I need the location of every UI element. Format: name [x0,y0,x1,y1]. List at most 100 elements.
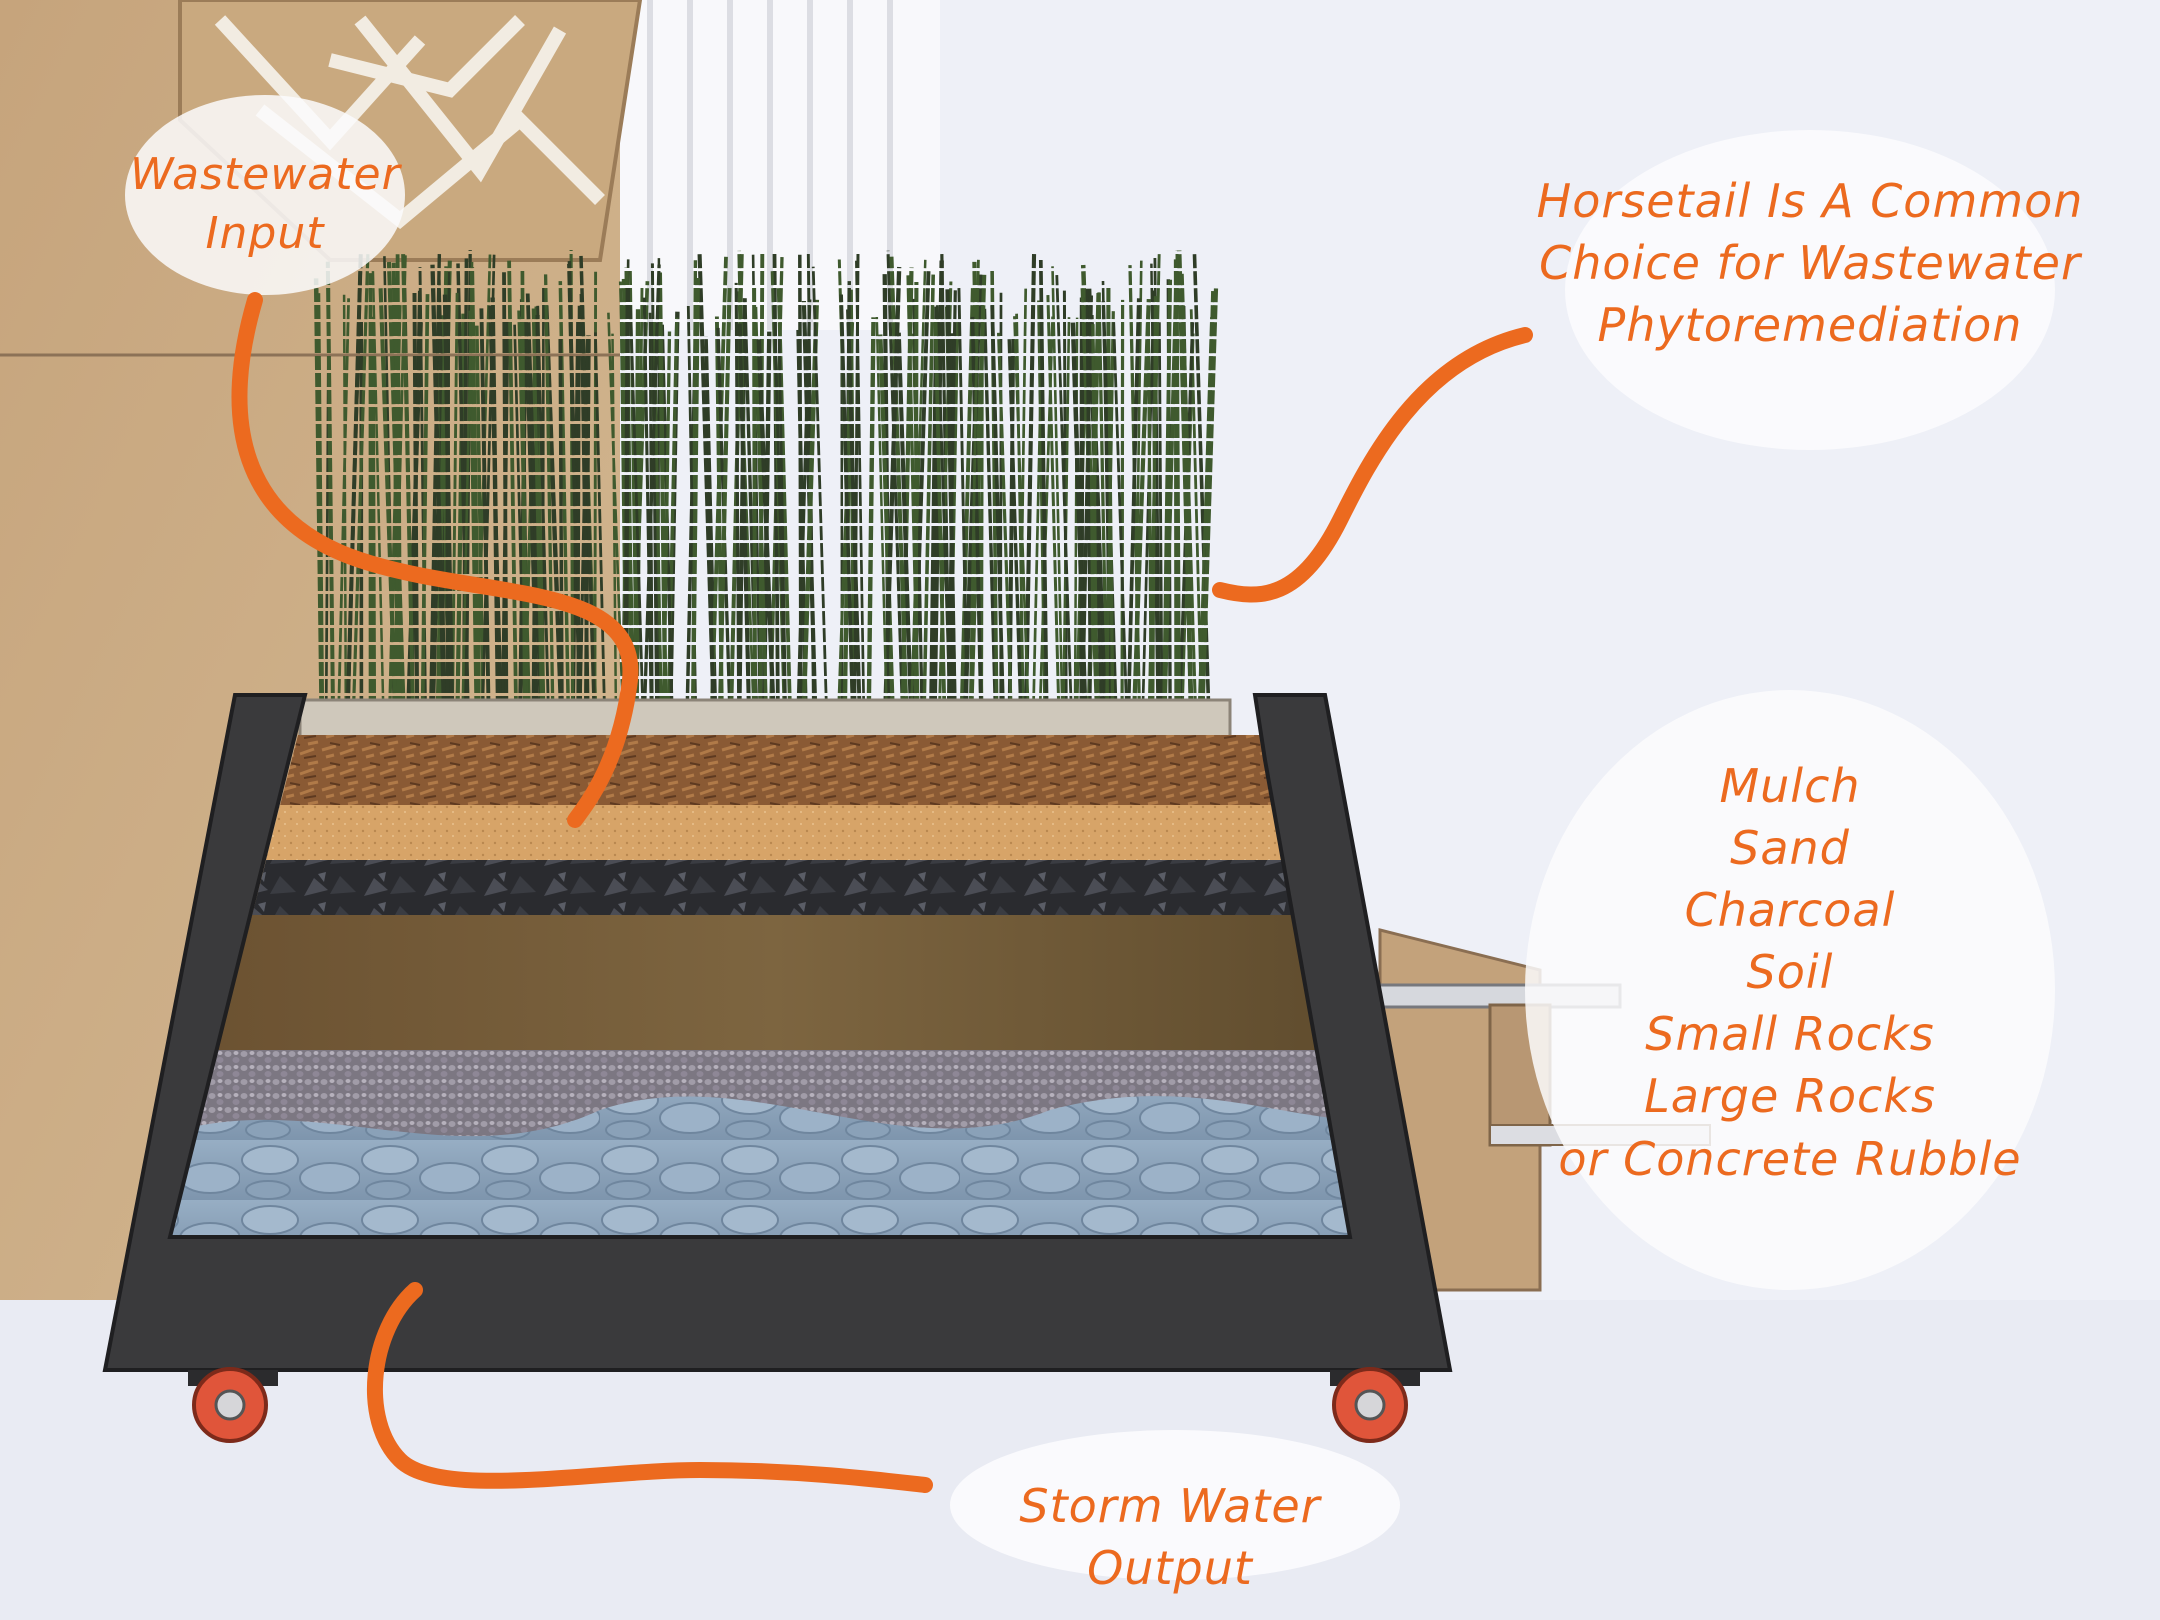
horsetail-stem [469,267,481,711]
mulch-layer [170,735,1350,805]
charcoal-layer [170,860,1350,915]
horsetail-stem [430,264,447,711]
horsetail-stem [1180,273,1198,711]
horsetail-note-line-1: Horsetail Is A Common [1536,174,2084,228]
horsetail-stem [475,325,485,711]
horsetail-stem [1013,316,1030,711]
horsetail-stem [1046,295,1061,711]
horsetail-stem [543,274,555,711]
horsetail-stem [1023,251,1037,711]
horsetail-stem [392,255,407,711]
horsetail-note-line-2: Choice for Wastewater [1539,236,2081,291]
horsetail-stem [479,308,491,711]
horsetail-stem [1097,292,1109,711]
horsetail-stem [346,270,363,711]
horsetail-stem [371,269,385,711]
horsetail-stem [896,332,913,711]
horsetail-note-line-3: Phytoremediation [1597,298,2023,353]
horsetail-stem [846,309,862,711]
horsetail-stem [1197,317,1213,711]
horsetail-stem [883,266,902,711]
layer-label-small-rocks: Small Rocks [1645,1007,1935,1062]
horsetail-stem [839,294,855,711]
horsetail-stem [429,251,442,711]
horsetail-stem [524,322,539,711]
layer-label-soil: Soil [1746,945,1834,1000]
horsetail-stem [576,305,581,711]
horsetail-stem [717,285,732,711]
horsetail-stem [1062,317,1071,711]
horsetail-stem [1120,299,1125,711]
horsetail-stem [1126,298,1141,711]
horsetail-stem [370,316,377,711]
horsetail-stem [1176,250,1194,711]
horsetail-stem [752,286,757,711]
horsetail-stem [451,292,459,711]
horsetail-stem [325,261,335,711]
horsetail-bubble [1565,130,2055,450]
large-rocks-layer [170,1096,1350,1237]
horsetail-stem [686,305,698,711]
sand-layer [170,805,1350,860]
layer-label-charcoal: Charcoal [1684,883,1896,938]
horsetail-stem [913,281,919,711]
horsetail-stem [1038,259,1049,711]
horsetail-stem [507,260,518,711]
horsetail-stem [1173,259,1179,711]
horsetail-stem [642,297,653,711]
horsetail-stem [378,287,398,711]
horsetail-stem [997,332,1013,711]
horsetail-stem [337,298,350,711]
horsetail-stem [642,264,661,711]
horsetail-stem [690,277,700,711]
horsetail-stem [502,272,509,711]
horsetail-stem [968,259,980,711]
horsetail-stem [878,334,895,711]
horsetail-stem [922,274,935,711]
horsetail-stem [853,252,860,711]
horsetail-stem [933,320,947,711]
horsetail-stem [945,289,957,711]
wastewater-input-line-2: Input [205,208,325,260]
caster-wheel-left [188,1367,278,1443]
horsetail-stem [351,253,370,711]
horsetail-stem [734,282,741,711]
input-bubble [125,95,405,295]
horsetail-arrow [1212,327,1533,603]
horsetail-stem [657,272,668,711]
layer-label-concrete-rubble: or Concrete Rubble [1558,1131,2022,1186]
horsetail-stem [1162,279,1173,711]
horsetail-stem [737,323,751,711]
horsetail-stem [756,338,776,711]
planter-frame [102,693,1453,1372]
layer-list: Mulch Sand Charcoal Soil Small Rocks Lar… [1540,755,2040,1190]
storm-water-output-label: Storm Water Output [1019,1479,1321,1596]
horsetail-stem [342,294,348,711]
horsetail-stem [886,250,904,711]
horsetail-stem [442,294,455,711]
horsetail-stem [1200,288,1219,711]
horsetail-stem [611,333,618,711]
output-bubble [950,1430,1400,1580]
horsetail-stem [536,305,550,711]
horsetail-stem [959,285,975,711]
horsetail-stem [456,263,470,711]
horsetail-stem [1112,322,1128,711]
horsetail-stem [889,256,909,711]
horsetail-stem [1055,275,1073,711]
horsetail-stem [324,282,331,711]
horsetail-plants [313,249,1219,711]
horsetail-note: Horsetail Is A Common Choice for Wastewa… [1520,170,2100,356]
horsetail-stem [579,255,596,711]
horsetail-stem [811,266,828,711]
horsetail-stem [525,293,543,711]
horsetail-stem [666,317,679,711]
horsetail-stem [481,254,496,711]
horsetail-stem [796,299,812,711]
horsetail-stem [1146,318,1153,711]
layer-label-large-rocks: Large Rocks [1644,1069,1936,1124]
wastewater-input-line-1: Wastewater [130,149,401,200]
horsetail-stem [1189,309,1203,711]
wastewater-input-label: Wastewater Input [130,145,400,264]
